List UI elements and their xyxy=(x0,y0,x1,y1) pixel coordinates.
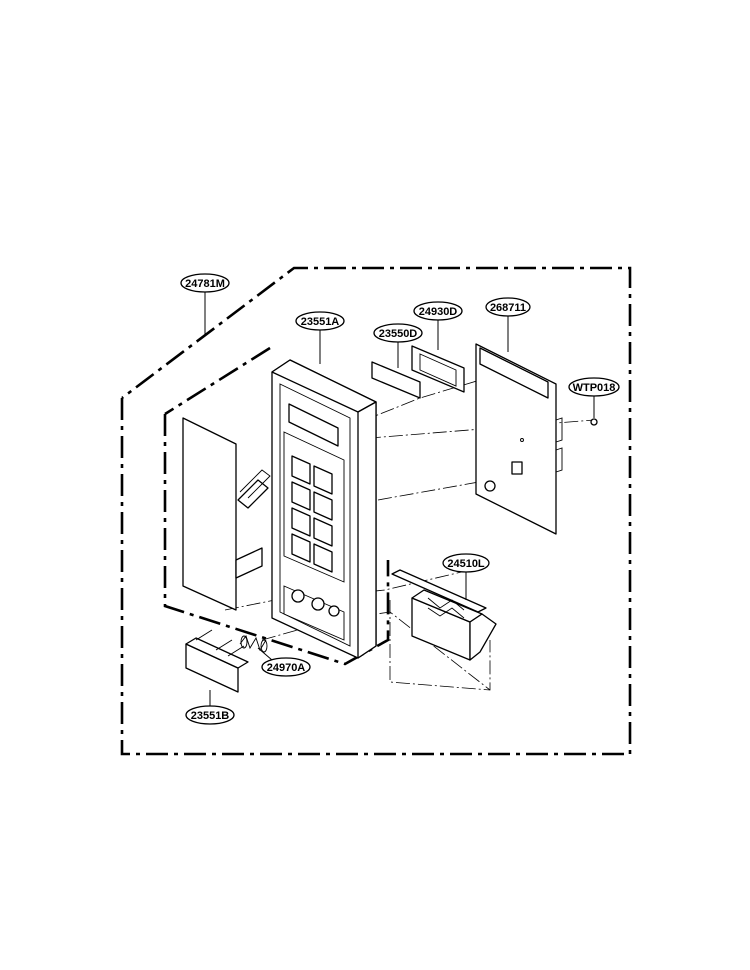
button-23551B-part xyxy=(185,629,249,693)
callout-23551A: 23551A xyxy=(295,311,345,331)
callout-23550D: 23550D xyxy=(373,323,423,343)
latch-24510L-part xyxy=(391,569,497,661)
display-frame-24930D-part xyxy=(411,345,465,393)
callout-24781M: 24781M xyxy=(180,273,230,293)
callout-24510L: 24510L xyxy=(442,553,490,573)
callout-23551B: 23551B xyxy=(185,705,235,725)
callout-24930D-label: 24930D xyxy=(419,306,458,318)
callout-24970A: 24970A xyxy=(261,657,311,677)
keypad-grid xyxy=(291,455,333,573)
callout-23551B-label: 23551B xyxy=(191,710,230,722)
callout-WTP018: WTP018 xyxy=(568,377,620,397)
callout-23550D-label: 23550D xyxy=(379,328,418,340)
control-panel-frame xyxy=(271,359,377,659)
front-sheet-part xyxy=(182,417,271,611)
callout-WTP018-label: WTP018 xyxy=(573,382,616,394)
leader-lines xyxy=(204,291,595,706)
outer-assembly-boundary xyxy=(120,266,632,756)
callout-24510L-label: 24510L xyxy=(447,558,485,570)
callout-24930D: 24930D xyxy=(413,301,463,321)
spring-24970A-part xyxy=(239,635,268,653)
callout-23551A-label: 23551A xyxy=(301,316,340,328)
callout-24970A-label: 24970A xyxy=(267,662,306,674)
window-23550D-part xyxy=(371,361,421,399)
callout-268711: 268711 xyxy=(485,297,531,317)
callout-24781M-label: 24781M xyxy=(185,278,225,290)
callout-268711-label: 268711 xyxy=(490,302,526,314)
screw-WTP018-part xyxy=(590,418,598,426)
inner-assembly-boundary xyxy=(163,346,390,666)
pcb-268711-part xyxy=(475,343,563,535)
